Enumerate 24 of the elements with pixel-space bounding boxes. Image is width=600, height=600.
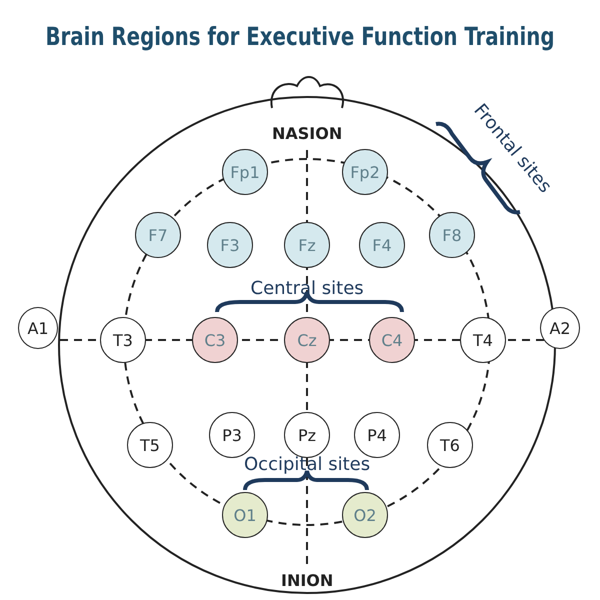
electrode-circle: Fz (284, 222, 330, 268)
electrode-circle: C3 (192, 317, 238, 363)
electrode-circle: F4 (359, 222, 405, 268)
electrode-circle: F8 (429, 212, 475, 258)
electrode-circle: T3 (100, 317, 146, 363)
electrode-circle: Fp2 (342, 149, 388, 195)
electrode-circle: Fp1 (222, 149, 268, 195)
electrode-circle: F7 (135, 212, 181, 258)
electrode-circle: Cz (284, 317, 330, 363)
electrode-circle: T4 (460, 317, 506, 363)
electrode-circle: F3 (207, 222, 253, 268)
ear-oval: A1 (18, 307, 58, 349)
electrode-circle: P3 (209, 412, 255, 458)
ear-oval: A2 (540, 307, 580, 349)
electrode-circle: O1 (222, 492, 268, 538)
region-label: Central sites (250, 278, 364, 298)
electrode-circle: C4 (369, 317, 415, 363)
title: Brain Regions for Executive Function Training (44, 22, 556, 51)
place-label: NASION (272, 124, 342, 142)
electrode-circle: P4 (354, 412, 400, 458)
electrode-circle: T6 (427, 422, 473, 468)
electrode-circle: T5 (127, 422, 173, 468)
place-label: INION (281, 570, 334, 590)
electrode-circle: O2 (342, 492, 388, 538)
